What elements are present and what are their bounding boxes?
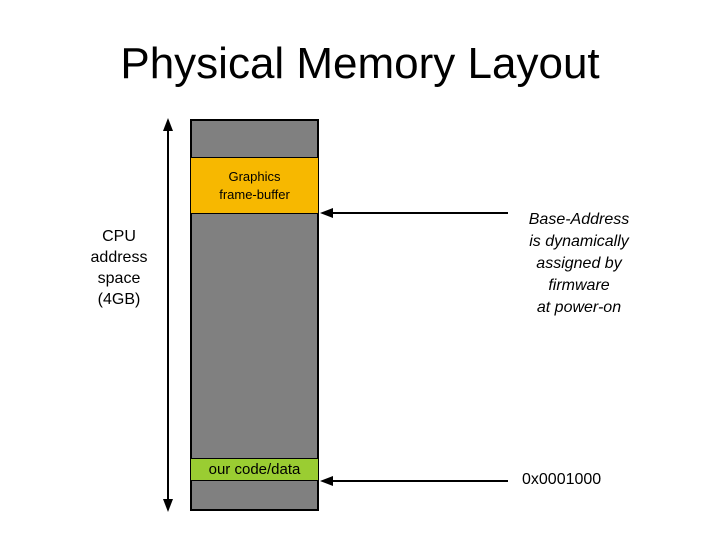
- framebuffer-label-line2: frame-buffer: [219, 186, 290, 202]
- page-title: Physical Memory Layout: [120, 39, 600, 88]
- address-space-span-arrow: [163, 118, 173, 512]
- address-space-label: CPU address space (4GB): [83, 226, 155, 310]
- code-data-region: our code/data: [191, 458, 318, 481]
- code-address-label: 0x0001000: [522, 471, 602, 488]
- framebuffer-label-line1: Graphics: [228, 168, 281, 184]
- address-space-line2: address: [90, 249, 148, 266]
- base-address-line4: firmware: [548, 277, 610, 294]
- address-space-line1: CPU: [102, 228, 136, 245]
- base-address-arrow: [320, 208, 508, 218]
- address-space-line4: (4GB): [97, 291, 141, 308]
- framebuffer-region: Graphics frame-buffer: [191, 157, 318, 214]
- base-address-line3: assigned by: [536, 255, 622, 272]
- base-address-line1: Base-Address: [528, 211, 630, 228]
- address-space-line3: space: [97, 270, 141, 287]
- base-address-line5: at power-on: [536, 299, 622, 316]
- code-address-arrow: [320, 476, 508, 486]
- base-address-line2: is dynamically: [529, 233, 629, 250]
- base-address-note: Base-Address is dynamically assigned by …: [504, 209, 654, 319]
